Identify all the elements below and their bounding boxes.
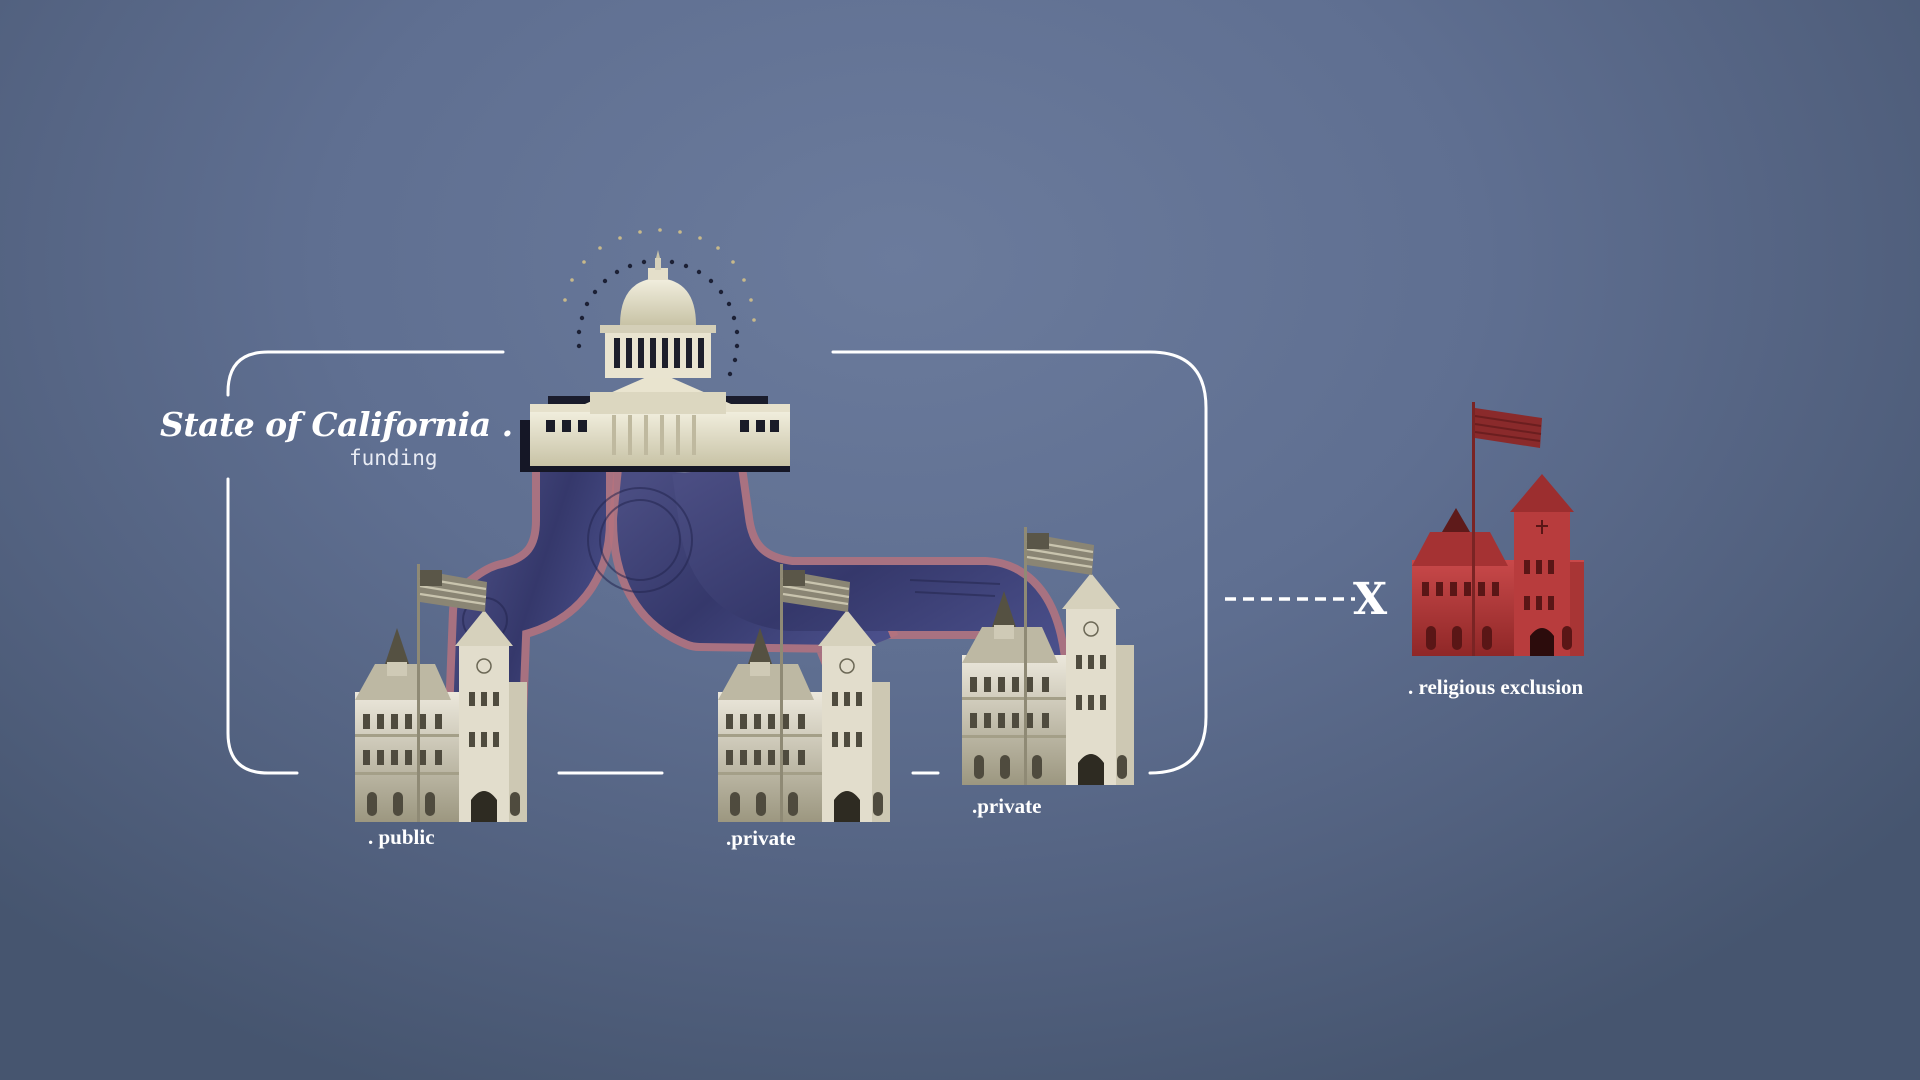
capitol-dome-icon — [520, 228, 790, 472]
diagram-title: State of California . — [160, 405, 513, 444]
private-school-1-label: .private — [726, 826, 796, 850]
diagram-subtitle: funding — [349, 446, 438, 470]
private-school-2-label: .private — [972, 794, 1042, 818]
funding-frame — [226, 350, 1208, 775]
money-flow-pipes — [444, 464, 1069, 742]
religious-school-icon — [1412, 402, 1584, 656]
exclusion-mark: X — [1353, 574, 1388, 625]
public-school-label: . public — [368, 825, 435, 849]
religious-exclusion-label: . religious exclusion — [1408, 675, 1584, 699]
